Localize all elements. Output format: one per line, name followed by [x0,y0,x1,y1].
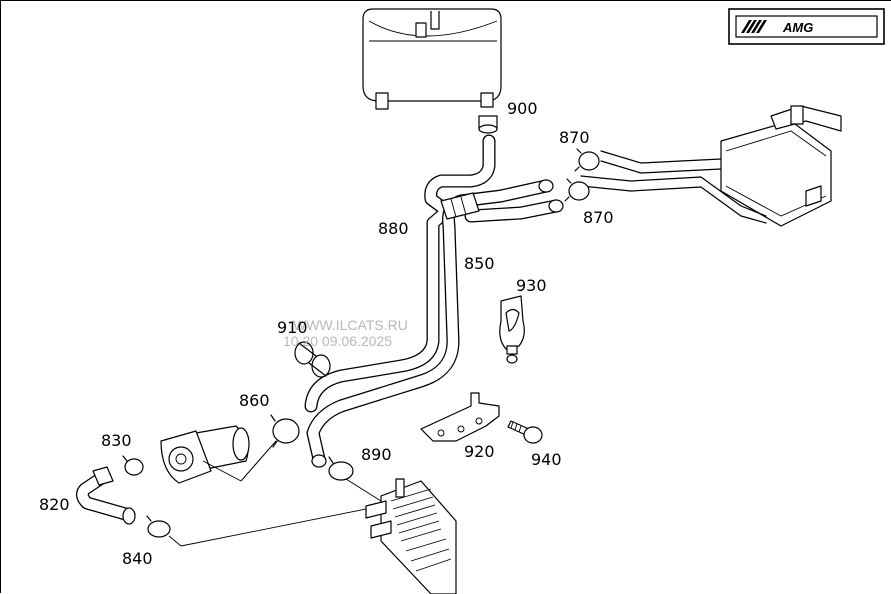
part-label-860[interactable]: 860 [239,391,270,410]
part-label-930[interactable]: 930 [516,276,547,295]
part-label-920[interactable]: 920 [464,442,495,461]
part-label-900[interactable]: 900 [507,99,538,118]
part-label-880[interactable]: 880 [378,219,409,238]
water-pump [160,425,277,484]
clamp-890 [328,456,354,481]
clamp-860 [270,414,300,448]
clamp-870-upper [574,148,600,172]
watermark-line-1: WWW.ILCATS.RU [293,317,408,333]
cooler-unit [365,478,457,594]
damper-910 [294,341,331,378]
clamp-830 [122,455,144,476]
part-label-870-lower[interactable]: 870 [583,208,614,227]
part-label-830[interactable]: 830 [101,431,132,450]
hose-850 [306,179,564,468]
part-label-840[interactable]: 840 [122,549,153,568]
part-label-940[interactable]: 940 [531,450,562,469]
part-label-850[interactable]: 850 [464,254,495,273]
part-label-910[interactable]: 910 [277,318,308,337]
clamp-900 [478,115,498,134]
clip-930 [499,295,525,364]
expansion-tank [362,8,502,110]
bolt-940 [507,420,543,444]
exhaust-assembly [580,105,842,227]
part-label-870-upper[interactable]: 870 [559,128,590,147]
clamp-840 [146,515,171,538]
amg-stripes-icon [741,20,767,33]
clamp-870-lower [564,178,590,202]
amg-logo-text: AMG [782,20,813,35]
watermark-line-2: 10.20 09.06.2025 [283,333,392,349]
part-label-820[interactable]: 820 [39,495,70,514]
amg-logo: AMG [728,8,885,45]
hose-820 [75,466,136,525]
bracket-920 [420,392,500,442]
part-label-890[interactable]: 890 [361,445,392,464]
hose-880 [304,134,496,413]
